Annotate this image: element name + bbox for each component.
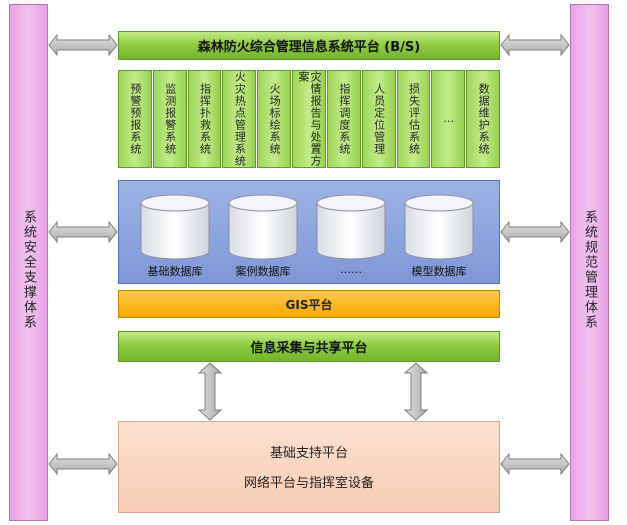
double-arrow [48,220,118,244]
subsystem-box: 火灾热点管理系统 [222,70,257,168]
subsystem-box: 损失评估系统 [396,70,431,168]
subsystem-label: 监测报警系统 [163,83,177,155]
database-cylinder-top [316,194,386,212]
subsystem-label: 指挥调度系统 [337,83,351,155]
database-cylinder-top [228,194,298,212]
subsystem-box: 预警预报系统 [118,70,152,168]
base-platform: 基础支持平台 网络平台与指挥室设备 [118,421,500,513]
database-cylinder-top [404,194,474,212]
subsystem-box: 数据维护系统 [466,70,500,168]
subsystem-label: … [442,112,456,126]
subsystem-label: 火场标绘系统 [268,83,282,155]
info-platform-label: 信息采集与共享平台 [250,341,368,356]
subsystem-box: 火场标绘系统 [257,70,292,168]
base-platform-line1: 基础支持平台 [269,446,348,461]
left-pillar-label: 系统安全支撑体系 [21,210,36,330]
database-label: 基础数据库 [147,265,203,278]
database-panel: 基础数据库 案例数据库 …… 模型数据库 [118,180,500,284]
right-pillar-label: 系统规范管理体系 [582,210,597,330]
subsystem-box: … [431,70,466,168]
subsystem-box: 灾情报告与处置方案 [292,70,326,168]
subsystems-row: 预警预报系统 监测报警系统 指挥扑救系统 火灾热点管理系统 火场标绘系统灾情报告与处置方… [118,70,500,168]
subsystem-box: 人员定位管理 [361,70,396,168]
double-arrow [500,452,570,476]
gis-platform: GIS平台 [118,290,500,318]
double-arrow [48,33,118,57]
subsystem-label: 数据维护系统 [477,83,491,155]
database-label: …… [340,263,362,276]
platform-title: 森林防火综合管理信息系统平台 (B/S) [197,40,421,55]
subsystem-label: 人员定位管理 [372,83,386,155]
info-platform: 信息采集与共享平台 [118,331,500,362]
database-cylinder-top [140,194,210,212]
gis-label: GIS平台 [285,297,333,312]
right-pillar: 系统规范管理体系 [570,4,609,521]
database-cylinder [140,202,210,260]
double-arrow-vertical [403,362,429,421]
subsystem-box: 监测报警系统 [152,70,187,168]
subsystem-label: 损失评估系统 [407,83,421,155]
subsystem-label: 指挥扑救系统 [198,83,212,155]
database-label: 案例数据库 [235,265,291,278]
subsystem-box: 指挥调度系统 [326,70,361,168]
double-arrow-vertical [197,362,223,421]
platform-title-bar: 森林防火综合管理信息系统平台 (B/S) [118,31,500,60]
subsystem-label: 预警预报系统 [128,83,142,155]
subsystem-box: 指挥扑救系统 [187,70,222,168]
database-cylinder [404,202,474,260]
double-arrow [500,33,570,57]
double-arrow [48,452,118,476]
double-arrow [500,220,570,244]
database-cylinders [140,194,474,260]
subsystem-label: 火灾热点管理系统 [233,71,247,167]
database-label: 模型数据库 [411,265,467,278]
database-cylinder [228,202,298,260]
base-platform-line2: 网络平台与指挥室设备 [243,476,374,491]
left-pillar: 系统安全支撑体系 [9,4,48,521]
subsystem-label: 灾情报告与处置方案 [296,71,322,167]
database-cylinder [316,202,386,260]
